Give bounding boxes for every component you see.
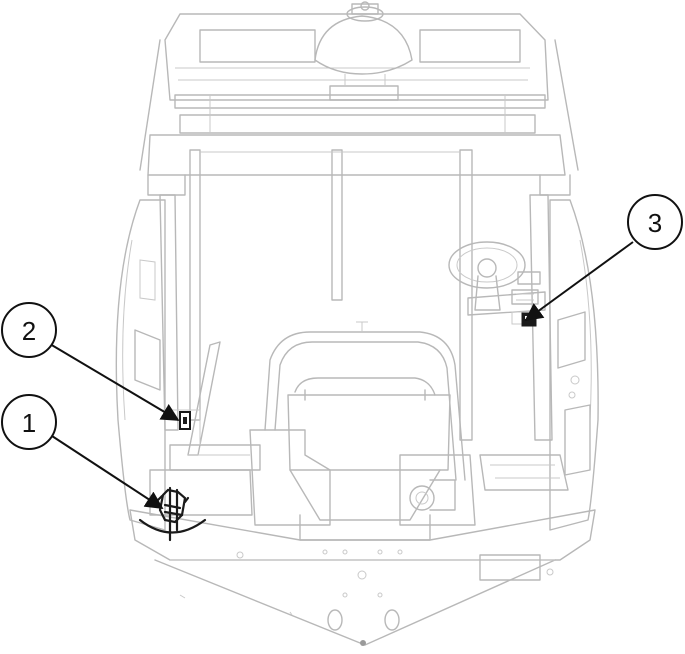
callout-3: 3 — [627, 194, 683, 250]
component-1-mechanism — [138, 486, 207, 542]
callout-3-label: 3 — [648, 208, 662, 238]
right-step — [479, 454, 569, 491]
roof-beacon — [314, 1, 413, 101]
leader-lines — [49, 241, 634, 509]
right-side-body — [549, 199, 599, 531]
left-console — [149, 341, 261, 516]
callout-1-label: 1 — [22, 408, 36, 438]
cab-frame — [147, 134, 571, 441]
leader-line-2 — [49, 343, 180, 421]
leader-line-1 — [51, 435, 164, 509]
front-handrail — [264, 321, 466, 481]
cab-floor-steps — [249, 394, 476, 541]
leader-line-3 — [524, 241, 634, 322]
left-side-body — [115, 199, 166, 531]
callout-2: 2 — [1, 302, 57, 358]
cab-roof — [139, 13, 579, 171]
component-2-switch — [179, 411, 191, 430]
lower-chassis — [129, 509, 596, 646]
callout-1: 1 — [1, 394, 57, 450]
callout-2-label: 2 — [22, 316, 36, 346]
upper-rails — [174, 94, 546, 134]
